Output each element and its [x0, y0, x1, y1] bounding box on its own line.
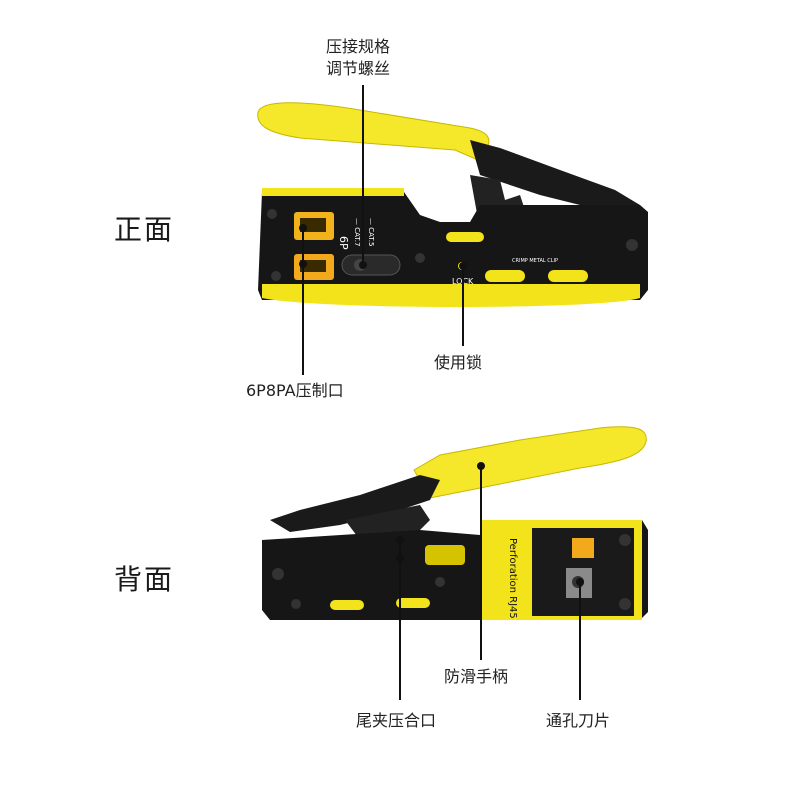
- front-marking-cat7: — CAT.7: [353, 218, 361, 246]
- front-adjust-screw: [341, 254, 401, 276]
- back-blade-port-top: [572, 538, 594, 558]
- front-pill-1: [446, 232, 484, 242]
- dot-adjust-screw: [359, 261, 367, 269]
- back-view-label: 背面: [114, 563, 175, 596]
- back-upper-arm: [270, 475, 440, 532]
- back-tool: Perforation RJ45: [262, 426, 648, 620]
- front-rivet-1: [267, 209, 277, 219]
- front-rivet-4: [626, 239, 638, 251]
- front-yellow-base: [262, 284, 640, 307]
- back-pill-3: [484, 572, 504, 582]
- dot-tail-clip-top: [396, 536, 404, 544]
- callout-adjust-screw-line1: 压接规格: [326, 37, 391, 56]
- dot-crimp-port-top: [299, 224, 307, 232]
- front-pill-3: [548, 270, 588, 282]
- front-rivet-2: [271, 271, 281, 281]
- front-upper-handle: [257, 102, 490, 161]
- callout-grip-handle: 防滑手柄: [444, 667, 509, 686]
- front-rivet-3: [415, 253, 425, 263]
- callout-blade: 通孔刀片: [546, 711, 611, 730]
- back-rivet-4: [619, 534, 631, 546]
- dot-grip: [477, 462, 485, 470]
- callout-adjust-screw: 压接规格 调节螺丝: [326, 36, 390, 80]
- dot-crimp-port-bottom: [299, 260, 307, 268]
- front-marking-crimp-clip: CRIMP METAL CLIP: [512, 258, 558, 264]
- back-pill-2: [396, 598, 430, 608]
- front-yellow-rim: [262, 188, 404, 196]
- back-rivet-1: [272, 568, 284, 580]
- front-upper-arm: [470, 140, 640, 215]
- dot-tail-clip-bottom: [396, 554, 404, 562]
- dot-blade: [576, 578, 584, 586]
- callout-crimp-port: 6P8PA压制口: [246, 381, 344, 400]
- back-pill-1: [330, 600, 364, 610]
- front-pill-2: [485, 270, 525, 282]
- callout-tail-clip: 尾夹压合口: [356, 711, 437, 730]
- back-rivet-5: [619, 598, 631, 610]
- front-tool: 6P — CAT.7 — CAT.5 LOCK CRIMP METAL CLIP: [257, 102, 648, 307]
- back-upper-handle: [413, 426, 647, 499]
- callout-lock: 使用锁: [434, 353, 483, 372]
- back-crimp-insert: [425, 545, 465, 565]
- back-marking-perforation: Perforation RJ45: [507, 538, 518, 619]
- dot-lock: [459, 262, 467, 270]
- back-rivet-3: [435, 577, 445, 587]
- front-view-label: 正面: [114, 213, 175, 246]
- back-rivet-2: [291, 599, 301, 609]
- front-marking-cat5: — CAT.5: [367, 218, 375, 246]
- callout-adjust-screw-line2: 调节螺丝: [326, 59, 391, 78]
- front-marking-6p: 6P: [337, 236, 350, 250]
